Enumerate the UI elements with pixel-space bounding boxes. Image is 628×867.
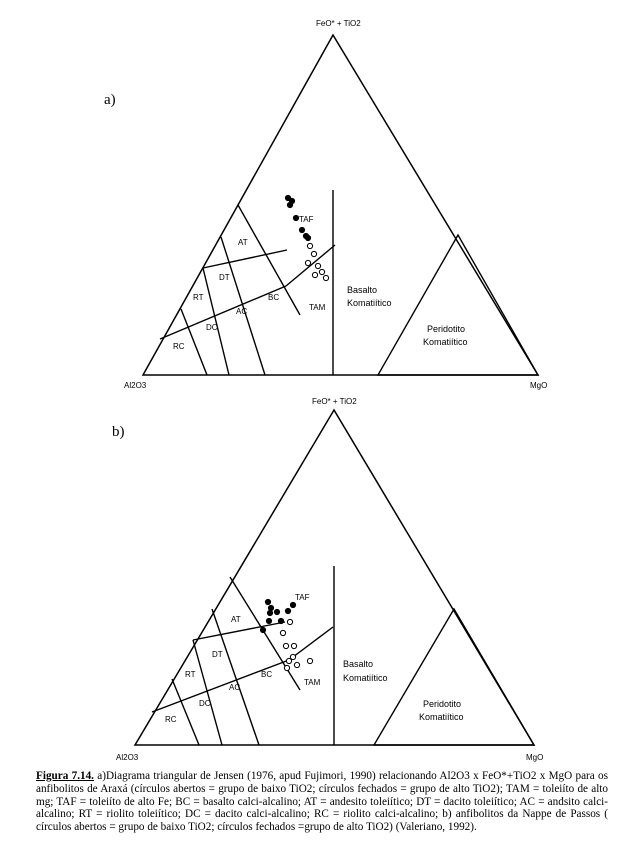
field-label-at: AT bbox=[238, 238, 248, 247]
field-label-basalto: Basalto bbox=[347, 285, 377, 295]
apex-left-label: Al2O3 bbox=[124, 381, 147, 390]
closed-circles-high-tio2 bbox=[259, 598, 297, 634]
field-label-bc: BC bbox=[268, 293, 279, 302]
open-circle-point bbox=[293, 661, 301, 669]
closed-circle-point bbox=[266, 609, 274, 617]
open-circle-point bbox=[318, 268, 326, 276]
open-circle-point bbox=[304, 259, 312, 267]
closed-circle-point bbox=[284, 194, 292, 202]
open-circle-point bbox=[310, 250, 318, 258]
closed-circle-point bbox=[259, 626, 267, 634]
closed-circle-point bbox=[267, 604, 275, 612]
closed-circle-point bbox=[273, 608, 281, 616]
field-label-dc: DC bbox=[206, 323, 218, 332]
field-label-bc: BC bbox=[261, 670, 272, 679]
field-boundaries bbox=[151, 566, 536, 746]
field-label-at: AT bbox=[231, 615, 241, 624]
open-circle-point bbox=[279, 629, 287, 637]
apex-left-label: Al2O3 bbox=[116, 753, 139, 762]
field-label-peridotito: Peridotito bbox=[427, 324, 465, 334]
field-label-rt: RT bbox=[193, 293, 204, 302]
open-circle-point bbox=[282, 642, 290, 650]
open-circle-point bbox=[306, 242, 314, 250]
field-label-rc: RC bbox=[165, 715, 177, 724]
field-label-taf: TAF bbox=[299, 215, 314, 224]
closed-circle-point bbox=[284, 607, 292, 615]
closed-circle-point bbox=[298, 226, 306, 234]
closed-circle-point bbox=[288, 197, 296, 205]
open-circle-point bbox=[311, 271, 319, 279]
apex-top-label: FeO* + TiO2 bbox=[312, 397, 357, 406]
field-label-dc: DC bbox=[199, 699, 211, 708]
field-label-komatiitico-2: Komatiítico bbox=[419, 712, 464, 722]
field-label-tam: TAM bbox=[309, 303, 326, 312]
open-circle-point bbox=[285, 657, 293, 665]
panel-letter-a: a) bbox=[104, 92, 116, 108]
field-label-komatiitico: Komatiítico bbox=[347, 298, 392, 308]
field-label-komatiitico-2: Komatiítico bbox=[423, 337, 468, 347]
open-circles-low-tio2 bbox=[304, 242, 330, 282]
field-label-ac: AC bbox=[236, 307, 247, 316]
field-label-taf: TAF bbox=[295, 593, 310, 602]
apex-top-label: FeO* + TiO2 bbox=[316, 19, 361, 28]
field-label-rc: RC bbox=[173, 342, 185, 351]
field-label-komatiitico: Komatiítico bbox=[343, 673, 388, 683]
apex-right-label: MgO bbox=[526, 753, 543, 762]
field-label-rt: RT bbox=[185, 670, 196, 679]
panel-letter-b: b) bbox=[112, 424, 125, 440]
field-label-peridotito: Peridotito bbox=[423, 699, 461, 709]
caption-text: a)Diagrama triangular de Jensen (1976, a… bbox=[36, 770, 608, 834]
open-circle-point bbox=[290, 642, 298, 650]
apex-right-label: MgO bbox=[530, 381, 547, 390]
closed-circle-point bbox=[289, 601, 297, 609]
field-label-basalto: Basalto bbox=[343, 659, 373, 669]
field-boundaries bbox=[159, 190, 540, 376]
caption-title: Figura 7.14. bbox=[36, 770, 94, 782]
open-circle-point bbox=[289, 653, 297, 661]
field-label-dt: DT bbox=[219, 273, 230, 282]
closed-circle-point bbox=[277, 617, 285, 625]
open-circle-point bbox=[314, 262, 322, 270]
closed-circle-point bbox=[265, 617, 273, 625]
open-circles-low-tio2 bbox=[279, 618, 314, 672]
closed-circle-point bbox=[292, 214, 300, 222]
open-circle-point bbox=[283, 664, 291, 672]
field-label-dt: DT bbox=[212, 650, 223, 659]
field-label-tam: TAM bbox=[304, 678, 321, 687]
open-circle-point bbox=[286, 618, 294, 626]
ternary-diagram-b: b) FeO* + TiO2 Al2O3 MgO TAF AT DT RT BC… bbox=[112, 397, 543, 762]
figure-caption: Figura 7.14. a)Diagrama triangular de Je… bbox=[36, 770, 608, 834]
closed-circles-high-tio2 bbox=[284, 194, 312, 242]
closed-circle-point bbox=[304, 234, 312, 242]
ternary-diagram-a: a) FeO* + TiO2 Al2O3 MgO TAF AT DT RT BC… bbox=[104, 19, 547, 390]
field-label-ac: AC bbox=[229, 683, 240, 692]
closed-circle-point bbox=[264, 598, 272, 606]
open-circle-point bbox=[306, 657, 314, 665]
open-circle-point bbox=[322, 274, 330, 282]
